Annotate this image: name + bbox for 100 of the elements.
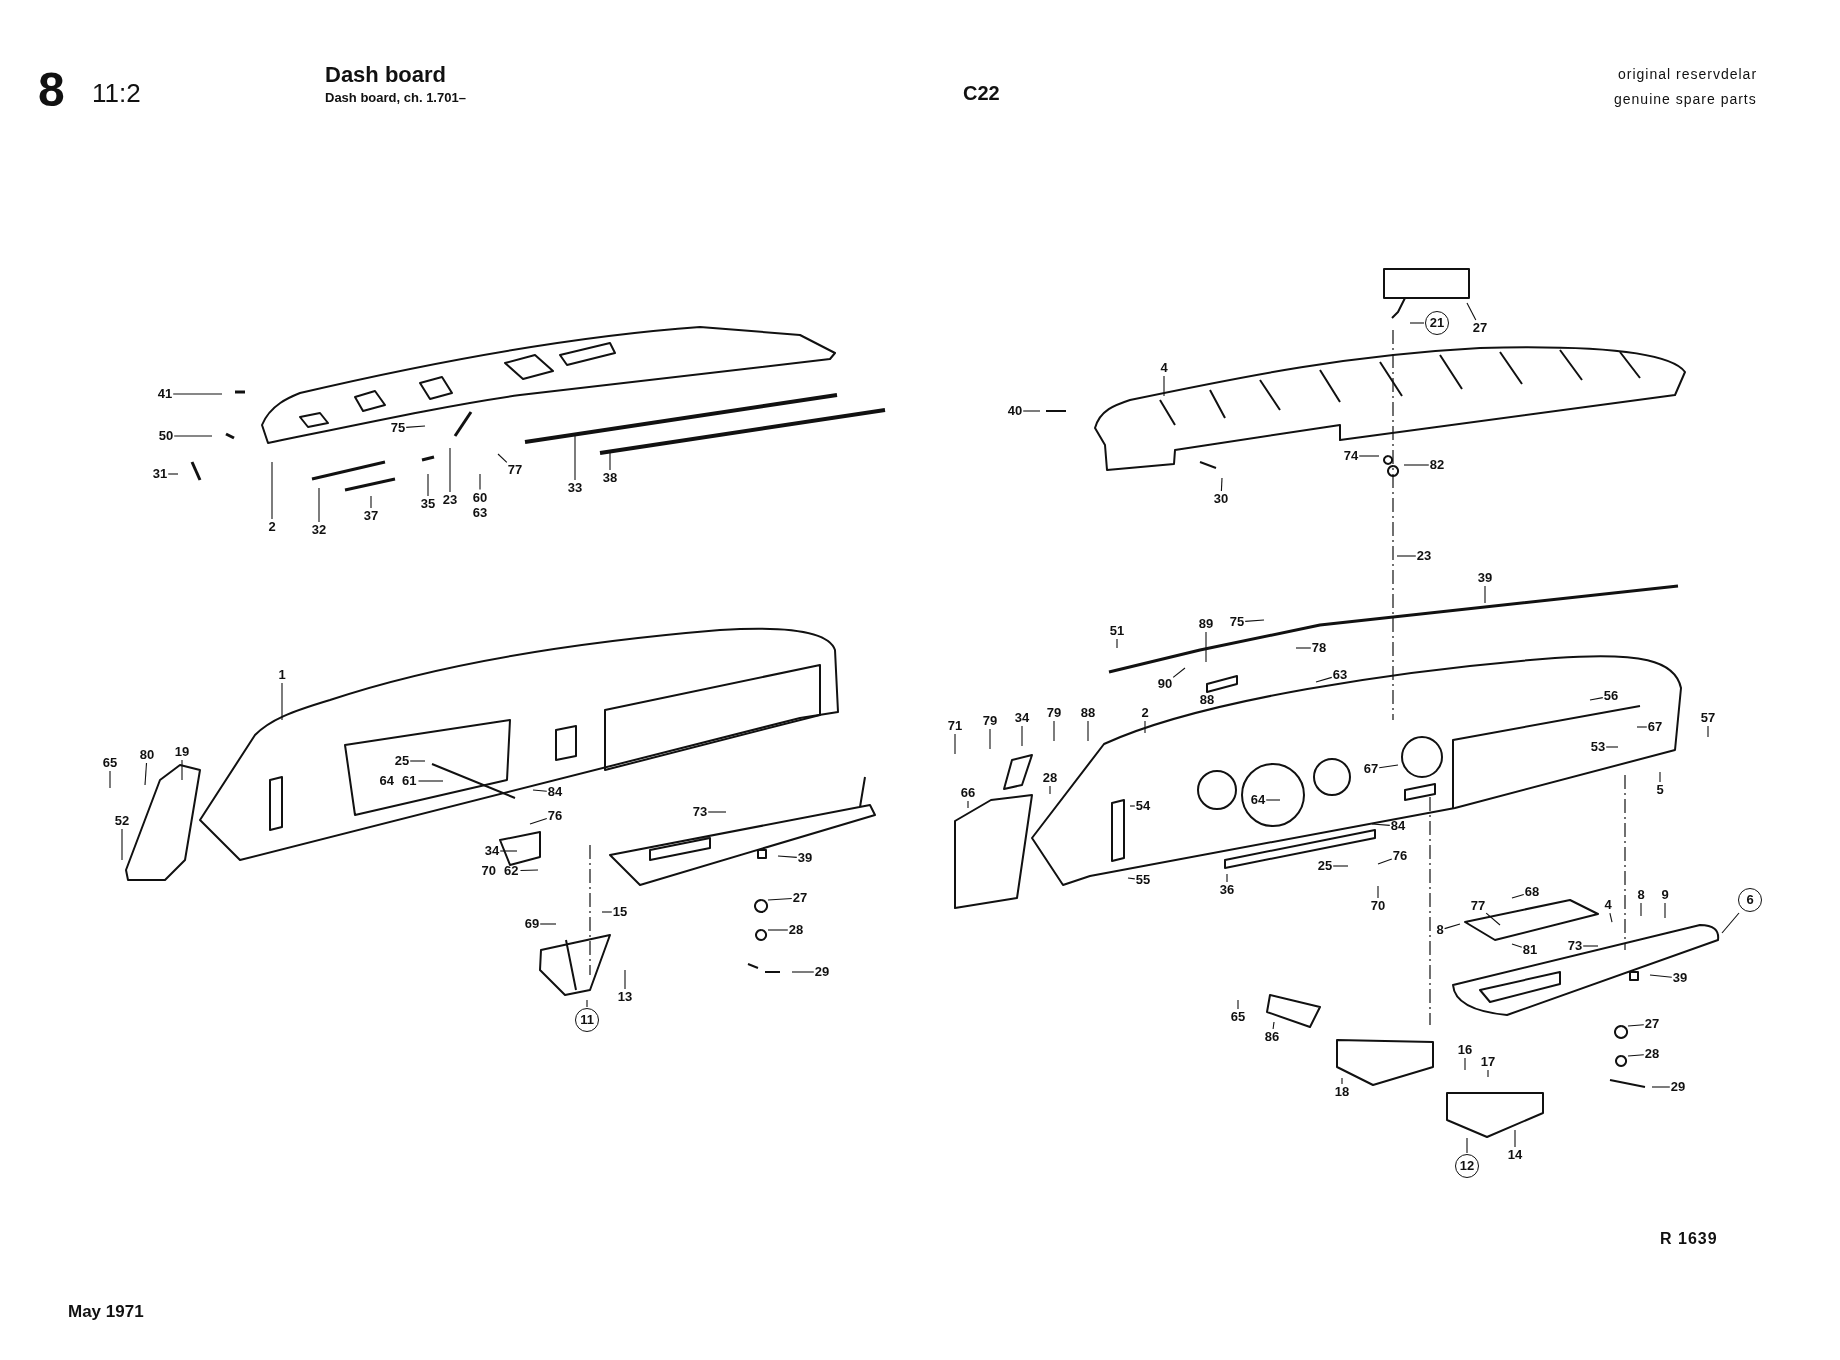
leader-line	[624, 969, 626, 990]
leader-line	[777, 855, 798, 858]
callout-number: 88	[1080, 706, 1096, 720]
leader-line	[405, 425, 426, 428]
leader-line	[121, 828, 123, 861]
leader-line	[1487, 1069, 1489, 1078]
callout-number: 76	[1392, 849, 1408, 863]
callout-number: 65	[102, 756, 118, 770]
leader-line	[1609, 912, 1613, 923]
callout-number: 61	[401, 774, 418, 788]
leader-line	[271, 461, 273, 520]
callout-number: 37	[363, 509, 379, 523]
callout-number: 84	[547, 785, 563, 799]
drawing-number: R 1639	[1660, 1230, 1718, 1248]
callout-number: 71	[947, 719, 963, 733]
leader-line	[1341, 1077, 1343, 1085]
leader-line	[1205, 631, 1207, 663]
callout-number: 78	[1311, 641, 1327, 655]
callout-number: 18	[1334, 1085, 1350, 1099]
callout-number: 27	[1644, 1017, 1660, 1031]
callout-number: 35	[420, 497, 436, 511]
callout-number: 67	[1363, 762, 1379, 776]
callout-number: 9	[1661, 888, 1669, 902]
leader-line	[173, 435, 213, 437]
leader-line	[1378, 764, 1399, 769]
callout-number: 90	[1157, 677, 1173, 691]
leader-line	[1651, 1086, 1671, 1088]
leader-line	[1315, 676, 1333, 683]
callout-number: 8	[1436, 923, 1444, 937]
leader-line	[574, 434, 576, 481]
leader-line	[1511, 893, 1525, 899]
callout-number: 65	[1230, 1010, 1246, 1024]
callout-number: 17	[1480, 1055, 1496, 1069]
callout-number: 23	[1416, 549, 1432, 563]
leader-line	[1627, 1054, 1645, 1057]
leader-line	[1332, 865, 1349, 867]
leader-line	[1582, 945, 1599, 947]
callout-number: 25	[1317, 859, 1333, 873]
callout-number: 69	[524, 917, 540, 931]
leader-line	[1295, 647, 1312, 649]
leader-line	[318, 487, 320, 523]
leader-line	[144, 762, 148, 786]
callout-number: 62	[503, 864, 520, 878]
callout-number: 39	[797, 851, 813, 865]
callout-number: 34	[484, 844, 500, 858]
leader-line	[1640, 902, 1642, 917]
callout-number: 27	[1472, 321, 1488, 335]
leader-line	[1087, 720, 1089, 742]
leader-line	[1403, 464, 1430, 466]
leader-line	[609, 451, 611, 471]
leader-line	[499, 850, 518, 852]
callout-number: 51	[1109, 624, 1125, 638]
callout-number: 19	[174, 745, 190, 759]
callout-number: 29	[1670, 1080, 1686, 1094]
callout-number: 70	[1370, 899, 1386, 913]
callout-number: 74	[1343, 449, 1359, 463]
callout-number: 2	[1141, 706, 1149, 720]
callout-number: 2	[268, 520, 276, 534]
callout-number: 38	[602, 471, 618, 485]
callout-number: 75	[1229, 615, 1245, 629]
leader-line	[1659, 771, 1661, 783]
leader-line	[1636, 726, 1648, 728]
callout-number: 1	[278, 668, 286, 682]
leader-line	[1220, 477, 1223, 492]
callout-number: 29	[814, 965, 830, 979]
callout-number: 70	[480, 864, 497, 878]
leader-line	[1244, 619, 1265, 622]
leader-line	[167, 473, 179, 475]
callout-number: 27	[792, 891, 808, 905]
leader-line	[449, 447, 451, 493]
heading: Dash board	[325, 62, 447, 88]
leader-line	[767, 929, 789, 931]
callout-number: 77	[507, 463, 523, 477]
callout-number: 60	[471, 490, 489, 505]
leader-line	[532, 789, 548, 792]
leader-line	[586, 999, 588, 1008]
callout-number: 15	[612, 905, 628, 919]
header-text: genuine spare parts	[1614, 91, 1757, 107]
callout-number: 33	[567, 481, 583, 495]
trim-strip-drawing	[524, 393, 838, 444]
leader-line	[1172, 667, 1186, 678]
leader-line	[109, 770, 111, 789]
callout-number: 8	[1637, 888, 1645, 902]
leader-line	[1466, 302, 1477, 321]
callout-number: 73	[692, 805, 708, 819]
leader-line	[1396, 555, 1417, 557]
leader-line	[1116, 638, 1118, 649]
callout-number: 56	[1603, 689, 1619, 703]
header-text: original reservdelar	[1618, 66, 1758, 82]
leader-line	[417, 780, 444, 782]
leader-line	[479, 473, 481, 491]
callout-number: 77	[1470, 899, 1486, 913]
leader-line	[519, 869, 539, 872]
leader-line	[1664, 902, 1666, 919]
callout-number: 53	[1590, 740, 1606, 754]
callout-number: 75	[390, 421, 406, 435]
leader-line	[707, 811, 727, 813]
leader-line	[409, 760, 426, 762]
leader-line	[497, 453, 508, 463]
callout-number: 34	[1014, 711, 1030, 725]
